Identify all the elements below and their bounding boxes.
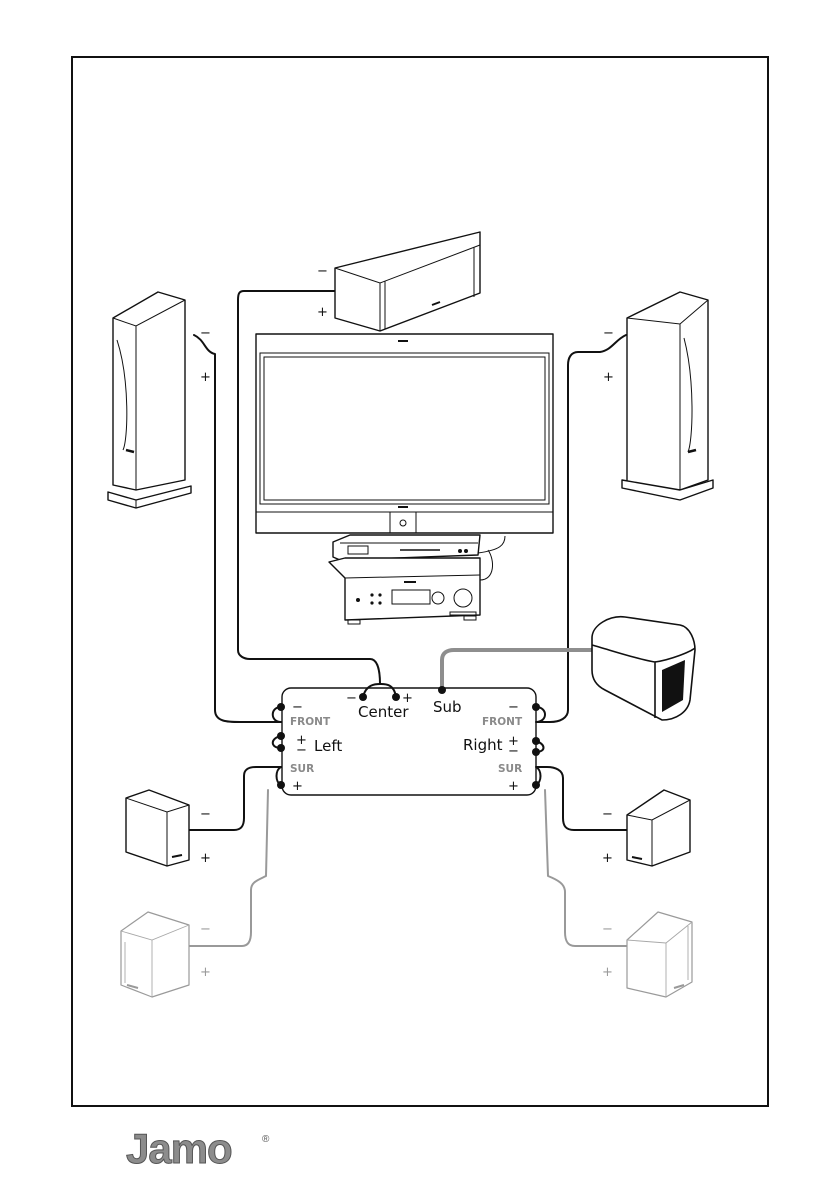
jamo-logo: Jamo ® bbox=[126, 1125, 270, 1172]
back-left-speaker bbox=[121, 912, 189, 997]
center-speaker-minus: − bbox=[317, 264, 328, 279]
front-right-tower bbox=[622, 292, 713, 500]
dvd-player bbox=[333, 535, 480, 560]
surround-right-plus: + bbox=[602, 851, 613, 866]
front-right-plus: + bbox=[603, 370, 614, 385]
surround-left-speaker bbox=[126, 790, 189, 866]
logo-registered: ® bbox=[262, 1134, 270, 1145]
front-left-tower bbox=[108, 292, 191, 508]
panel-sur-right-label: SUR bbox=[498, 763, 522, 775]
front-left-plus: + bbox=[200, 370, 211, 385]
back-right-plus: + bbox=[602, 965, 613, 980]
surround-left-plus: + bbox=[200, 851, 211, 866]
center-speaker bbox=[335, 232, 480, 331]
surround-left-minus: − bbox=[200, 807, 211, 822]
panel-right-minus: − bbox=[508, 744, 519, 759]
left-label: Left bbox=[314, 737, 342, 755]
surround-right-minus: − bbox=[602, 807, 613, 822]
panel-sur-right-plus: + bbox=[508, 779, 519, 794]
right-label: Right bbox=[463, 736, 503, 754]
back-left-plus: + bbox=[200, 965, 211, 980]
panel-front-left-label: FRONT bbox=[290, 716, 331, 728]
center-speaker-plus: + bbox=[317, 305, 328, 320]
back-right-minus: − bbox=[602, 922, 613, 937]
panel-sur-left-label: SUR bbox=[290, 763, 314, 775]
panel-front-right-minus: − bbox=[508, 700, 519, 715]
front-left-minus: − bbox=[200, 326, 211, 341]
back-left-minus: − bbox=[200, 922, 211, 937]
cable-receiver bbox=[480, 550, 493, 580]
center-minus: − bbox=[346, 691, 357, 706]
wire-sub bbox=[442, 650, 598, 690]
av-receiver bbox=[329, 558, 480, 624]
wire-back-right bbox=[545, 790, 627, 946]
sub-label: Sub bbox=[433, 698, 462, 716]
television bbox=[256, 334, 553, 533]
panel-front-left-minus: − bbox=[292, 700, 303, 715]
surround-right-speaker bbox=[627, 790, 690, 866]
panel-front-right-label: FRONT bbox=[482, 716, 523, 728]
panel-left-minus: − bbox=[296, 743, 307, 758]
panel-sur-left-plus: + bbox=[292, 779, 303, 794]
front-right-minus: − bbox=[603, 326, 614, 341]
cable-dvd bbox=[478, 536, 505, 553]
subwoofer bbox=[592, 617, 695, 720]
back-right-speaker bbox=[627, 912, 692, 997]
logo-text: Jamo bbox=[126, 1125, 232, 1172]
center-label: Center bbox=[358, 703, 409, 721]
wire-surround-right bbox=[536, 767, 627, 830]
